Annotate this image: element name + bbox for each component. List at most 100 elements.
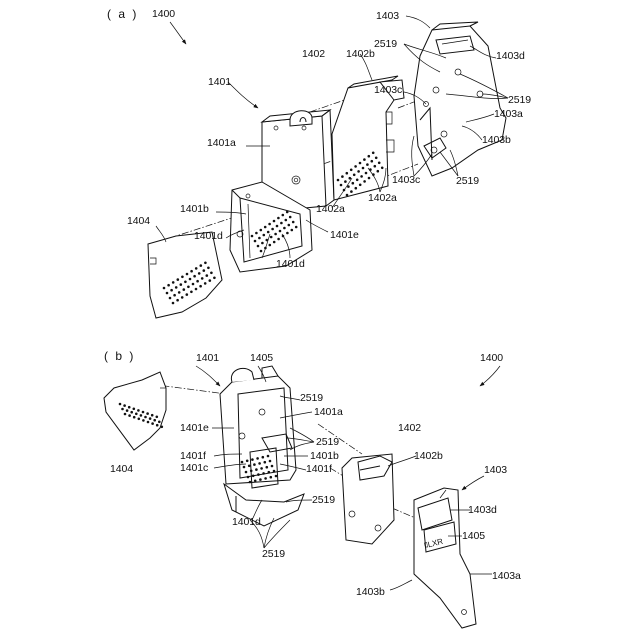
contact-pin bbox=[263, 234, 266, 237]
contact-pin bbox=[254, 240, 257, 243]
contact-pin bbox=[260, 229, 263, 232]
contact-pin bbox=[354, 165, 357, 168]
contact-pin bbox=[190, 270, 193, 273]
contact-pin bbox=[213, 277, 216, 280]
contact-pin bbox=[151, 422, 154, 425]
label-1401a: 1401a bbox=[314, 406, 343, 418]
label-1403d: 1403d bbox=[468, 504, 497, 516]
contact-pin bbox=[257, 473, 260, 476]
contact-pin bbox=[359, 162, 362, 165]
contact-pin bbox=[280, 222, 283, 225]
label-1402b: 1402b bbox=[346, 48, 375, 60]
contact-pin bbox=[192, 283, 195, 286]
contact-pin bbox=[126, 409, 129, 412]
contact-pin bbox=[285, 219, 288, 222]
contact-pin bbox=[253, 463, 256, 466]
contact-pin bbox=[255, 468, 258, 471]
contact-pin bbox=[128, 414, 131, 417]
contact-pin bbox=[190, 291, 193, 294]
contact-pin bbox=[366, 163, 369, 166]
contact-pin bbox=[177, 278, 180, 281]
contact-pin bbox=[344, 180, 347, 183]
contact-pin bbox=[273, 470, 276, 473]
contact-pin bbox=[189, 278, 192, 281]
label-1401f: 1401f bbox=[306, 463, 332, 475]
contact-pin bbox=[267, 231, 270, 234]
contact-pin bbox=[183, 288, 186, 291]
contact-pin bbox=[180, 283, 183, 286]
contact-pin bbox=[359, 184, 362, 187]
label-1400: 1400 bbox=[152, 8, 175, 20]
part-1401-housing bbox=[220, 366, 304, 526]
contact-pin bbox=[257, 245, 260, 248]
contact-pin bbox=[259, 478, 262, 481]
label-1401b: 1401b bbox=[180, 203, 209, 215]
contact-pin bbox=[350, 169, 353, 172]
label-1401c: 1401c bbox=[180, 462, 208, 474]
contact-pin bbox=[187, 286, 190, 289]
contact-pin bbox=[276, 225, 279, 228]
contact-pin bbox=[283, 227, 286, 230]
contact-pin bbox=[124, 413, 127, 416]
part-1404-sheet bbox=[104, 372, 166, 450]
contact-pin bbox=[133, 416, 136, 419]
label-2519: 2519 bbox=[300, 392, 323, 404]
label-1403c: 1403c bbox=[392, 174, 420, 186]
contact-pin bbox=[368, 155, 371, 158]
contact-pin bbox=[295, 226, 298, 229]
label-1401e: 1401e bbox=[330, 229, 359, 241]
contact-pin bbox=[201, 277, 204, 280]
assembly-arrow-a bbox=[170, 22, 186, 44]
contact-pin bbox=[207, 267, 210, 270]
contact-pin bbox=[241, 461, 244, 464]
contact-pin bbox=[199, 285, 202, 288]
label-2519: 2519 bbox=[508, 94, 531, 106]
label-1405: 1405 bbox=[250, 352, 273, 364]
label-1401: 1401 bbox=[208, 76, 231, 88]
contact-pin bbox=[167, 284, 170, 287]
contact-pin bbox=[269, 460, 272, 463]
contact-pin bbox=[206, 274, 209, 277]
contact-pin bbox=[282, 214, 285, 217]
contact-pin bbox=[360, 175, 363, 178]
contact-pin bbox=[371, 160, 374, 163]
contact-pin bbox=[246, 460, 249, 463]
contact-pin bbox=[172, 302, 175, 305]
contact-pin bbox=[251, 235, 254, 238]
contact-pin bbox=[378, 162, 381, 165]
contact-pin bbox=[346, 194, 349, 197]
contact-pin bbox=[172, 281, 175, 284]
contact-pin bbox=[270, 236, 273, 239]
contact-pin bbox=[363, 158, 366, 161]
part-1403-plate bbox=[414, 22, 506, 176]
label-1403a: 1403a bbox=[492, 570, 521, 582]
contact-pin bbox=[198, 272, 201, 275]
contact-pin bbox=[251, 458, 254, 461]
label-1403b: 1403b bbox=[482, 134, 511, 146]
label-1401e: 1401e bbox=[180, 422, 209, 434]
contact-pin bbox=[186, 273, 189, 276]
contact-pin bbox=[147, 421, 150, 424]
label-2519: 2519 bbox=[316, 436, 339, 448]
label-2519: 2519 bbox=[374, 38, 397, 50]
contact-pin bbox=[346, 172, 349, 175]
contact-pin bbox=[352, 182, 355, 185]
contact-pin bbox=[268, 471, 271, 474]
contact-pin bbox=[142, 419, 145, 422]
label-1402b: 1402b bbox=[414, 450, 443, 462]
contact-pin bbox=[264, 226, 267, 229]
contact-pin bbox=[249, 481, 252, 484]
contact-pin bbox=[193, 275, 196, 278]
part-1401-housing bbox=[230, 110, 334, 272]
contact-pin bbox=[357, 170, 360, 173]
contact-pin bbox=[196, 280, 199, 283]
contact-pin bbox=[146, 412, 149, 415]
label-1403: 1403 bbox=[376, 10, 399, 22]
label-1400: 1400 bbox=[480, 352, 503, 364]
contact-pin bbox=[349, 177, 352, 180]
label-2519: 2519 bbox=[456, 175, 479, 187]
contact-pin bbox=[156, 416, 159, 419]
contact-pin bbox=[258, 462, 261, 465]
contact-pin bbox=[362, 167, 365, 170]
